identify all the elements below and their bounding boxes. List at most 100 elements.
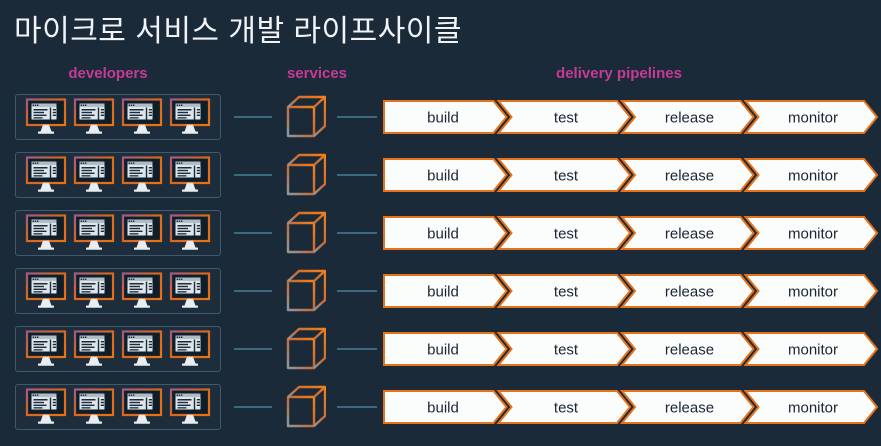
- lifecycle-row: build test release monitor: [0, 326, 881, 372]
- connector-line-service-pipeline: [337, 406, 377, 408]
- pipeline-stage-label: build: [427, 225, 459, 242]
- pipeline-stage-build: build: [383, 332, 508, 366]
- delivery-pipeline: build test release monitor: [383, 158, 879, 192]
- developer-monitor-icon: [72, 98, 116, 136]
- lifecycle-row: build test release monitor: [0, 268, 881, 314]
- connector-line-service-pipeline: [337, 174, 377, 176]
- connector-line-developers-service: [234, 290, 272, 292]
- pipeline-stage-label: build: [427, 399, 459, 416]
- lifecycle-row: build test release monitor: [0, 210, 881, 256]
- pipeline-stage-label: monitor: [788, 167, 838, 184]
- pipeline-stage-label: build: [427, 109, 459, 126]
- developer-monitor-icon: [168, 214, 212, 252]
- developer-group: [15, 94, 221, 140]
- connector-line-service-pipeline: [337, 290, 377, 292]
- developer-group: [15, 384, 221, 430]
- developer-group: [15, 210, 221, 256]
- pipeline-stage-label: monitor: [788, 225, 838, 242]
- connector-line-developers-service: [234, 174, 272, 176]
- pipeline-stage-label: monitor: [788, 109, 838, 126]
- service-cube-icon: [286, 153, 326, 197]
- developer-monitor-icon: [168, 272, 212, 310]
- developer-monitor-icon: [72, 156, 116, 194]
- service-cube-icon: [286, 269, 326, 313]
- pipeline-stage-label: release: [665, 283, 714, 300]
- pipeline-stage-test: test: [496, 274, 632, 308]
- delivery-pipeline: build test release monitor: [383, 216, 879, 250]
- column-header-developers: developers: [68, 65, 148, 82]
- service-cube-icon: [286, 327, 326, 371]
- pipeline-stage-label: build: [427, 167, 459, 184]
- developer-monitor-icon: [24, 330, 68, 368]
- pipeline-stage-label: release: [665, 341, 714, 358]
- developer-monitor-icon: [168, 330, 212, 368]
- pipeline-stage-build: build: [383, 216, 508, 250]
- developer-monitor-icon: [72, 272, 116, 310]
- developer-group: [15, 268, 221, 314]
- pipeline-stage-test: test: [496, 216, 632, 250]
- pipeline-stage-test: test: [496, 332, 632, 366]
- pipeline-stage-label: release: [665, 399, 714, 416]
- pipeline-stage-release: release: [619, 100, 755, 134]
- pipeline-stage-label: test: [554, 167, 579, 184]
- developer-monitor-icon: [24, 156, 68, 194]
- pipeline-stage-release: release: [619, 274, 755, 308]
- service-cube-icon: [286, 211, 326, 255]
- pipeline-stage-label: test: [554, 109, 579, 126]
- pipeline-stage-label: test: [554, 399, 579, 416]
- lifecycle-row: build test release monitor: [0, 152, 881, 198]
- delivery-pipeline: build test release monitor: [383, 100, 879, 134]
- connector-line-developers-service: [234, 348, 272, 350]
- pipeline-stage-label: test: [554, 225, 579, 242]
- pipeline-stage-label: monitor: [788, 283, 838, 300]
- pipeline-stage-label: release: [665, 109, 714, 126]
- lifecycle-row: build test release monitor: [0, 94, 881, 140]
- pipeline-stage-test: test: [496, 100, 632, 134]
- pipeline-stage-label: build: [427, 283, 459, 300]
- pipeline-stage-label: monitor: [788, 341, 838, 358]
- connector-line-service-pipeline: [337, 116, 377, 118]
- delivery-pipeline: build test release monitor: [383, 332, 879, 366]
- connector-line-developers-service: [234, 406, 272, 408]
- developer-monitor-icon: [120, 388, 164, 426]
- pipeline-stage-monitor: monitor: [743, 216, 879, 250]
- connector-line-service-pipeline: [337, 232, 377, 234]
- developer-monitor-icon: [120, 272, 164, 310]
- developer-monitor-icon: [168, 156, 212, 194]
- pipeline-stage-build: build: [383, 390, 508, 424]
- developer-monitor-icon: [120, 214, 164, 252]
- developer-monitor-icon: [24, 272, 68, 310]
- pipeline-stage-label: monitor: [788, 399, 838, 416]
- lifecycle-row: build test release monitor: [0, 384, 881, 430]
- developer-monitor-icon: [72, 388, 116, 426]
- pipeline-stage-label: build: [427, 341, 459, 358]
- developer-monitor-icon: [120, 156, 164, 194]
- connector-line-developers-service: [234, 116, 272, 118]
- connector-line-service-pipeline: [337, 348, 377, 350]
- pipeline-stage-label: test: [554, 283, 579, 300]
- service-cube-icon: [286, 385, 326, 429]
- developer-monitor-icon: [24, 98, 68, 136]
- developer-monitor-icon: [120, 98, 164, 136]
- developer-group: [15, 152, 221, 198]
- pipeline-stage-label: release: [665, 167, 714, 184]
- developer-monitor-icon: [72, 330, 116, 368]
- pipeline-stage-build: build: [383, 158, 508, 192]
- column-header-services: services: [286, 65, 348, 82]
- developer-monitor-icon: [168, 388, 212, 426]
- pipeline-stage-build: build: [383, 274, 508, 308]
- connector-line-developers-service: [234, 232, 272, 234]
- pipeline-stage-label: test: [554, 341, 579, 358]
- delivery-pipeline: build test release monitor: [383, 274, 879, 308]
- pipeline-stage-release: release: [619, 332, 755, 366]
- service-cube-icon: [286, 95, 326, 139]
- pipeline-stage-monitor: monitor: [743, 158, 879, 192]
- pipeline-stage-release: release: [619, 158, 755, 192]
- pipeline-stage-label: release: [665, 225, 714, 242]
- pipeline-stage-monitor: monitor: [743, 274, 879, 308]
- pipeline-stage-monitor: monitor: [743, 100, 879, 134]
- developer-monitor-icon: [72, 214, 116, 252]
- developer-monitor-icon: [168, 98, 212, 136]
